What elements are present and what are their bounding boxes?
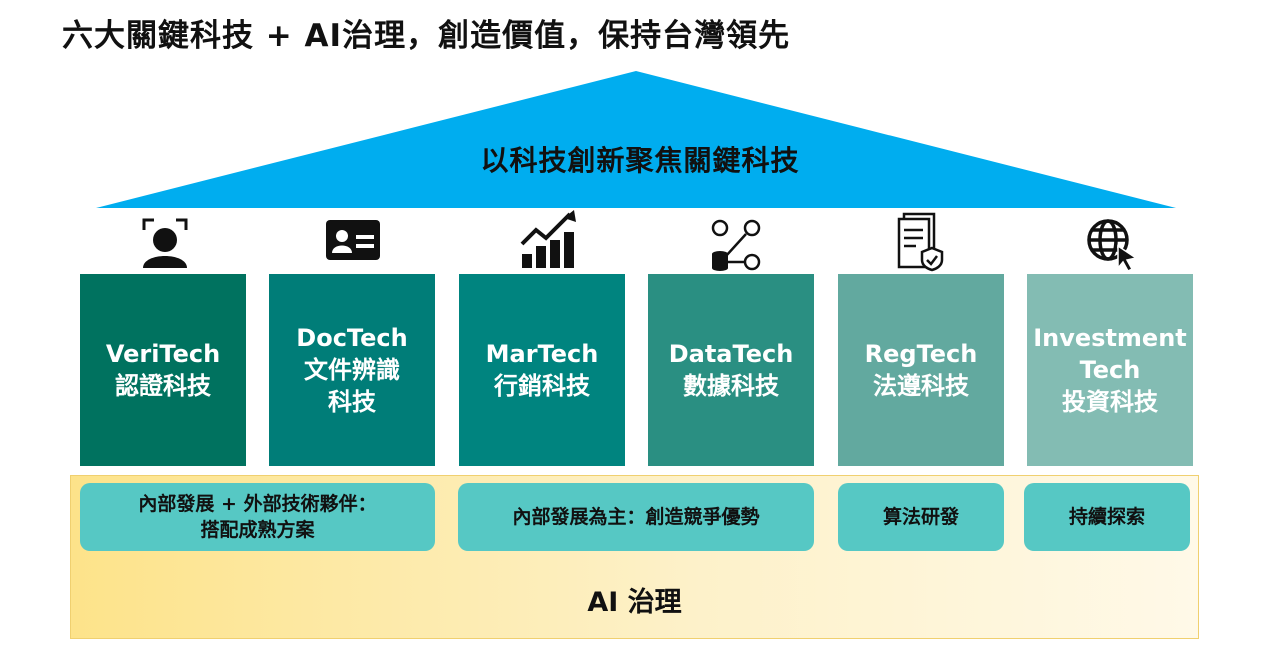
pillar-regtech-name-en: RegTech (864, 340, 978, 368)
compliance-document-icon (897, 212, 944, 272)
pillar-veritech: VeriTech 認證科技 (80, 274, 246, 466)
pillar-martech-name-en: MarTech (485, 340, 599, 368)
id-card-icon (326, 220, 380, 260)
pillar-regtech-name-zh: 法遵科技 (873, 372, 969, 400)
practice-box-explore-line1: 持續探索 (1068, 506, 1145, 528)
practice-box-internal-line1: 內部發展為主：創造競爭優勢 (512, 506, 760, 528)
pillar-doctech-name-en: DocTech (296, 324, 408, 352)
page-title: 六大關鍵科技 + AI治理，創造價值，保持台灣領先 (62, 18, 791, 54)
practice-box-partnership-line1: 內部發展 + 外部技術夥伴： (138, 493, 377, 515)
practice-box-explore: 持續探索 (1024, 483, 1190, 551)
globe-cursor-icon (1087, 219, 1138, 272)
practice-box-partnership-line2: 搭配成熟方案 (200, 519, 315, 541)
pillar-regtech: RegTech 法遵科技 (838, 274, 1004, 466)
pillar-martech-name-zh: 行銷科技 (494, 372, 590, 400)
pillar-datatech-name-zh: 數據科技 (683, 372, 779, 400)
roof-label: 以科技創新聚焦關鍵科技 (480, 144, 800, 177)
ai-governance-label: AI 治理 (587, 587, 682, 618)
pillar-veritech-name-en: VeriTech (105, 340, 221, 368)
pillar-martech: MarTech 行銷科技 (459, 274, 625, 466)
pillar-investmenttech-name-zh: 投資科技 (1062, 388, 1158, 416)
growth-chart-icon (520, 210, 576, 268)
practice-box-algorithm-line1: 算法研發 (882, 506, 959, 528)
roof-triangle (96, 71, 1176, 208)
pillar-veritech-name-zh: 認證科技 (115, 372, 211, 400)
pillar-doctech-name-zh: 文件辨識科技 (304, 356, 400, 416)
face-scan-icon (142, 218, 188, 268)
data-network-icon (711, 219, 761, 271)
pillar-datatech: DataTech 數據科技 (648, 274, 814, 466)
practice-box-algorithm: 算法研發 (838, 483, 1004, 551)
practice-box-internal: 內部發展為主：創造競爭優勢 (458, 483, 814, 551)
pillar-datatech-name-en: DataTech (668, 340, 794, 368)
practice-box-partnership: 內部發展 + 外部技術夥伴： 搭配成熟方案 (80, 483, 435, 551)
pillar-doctech: DocTech 文件辨識科技 (269, 274, 435, 466)
